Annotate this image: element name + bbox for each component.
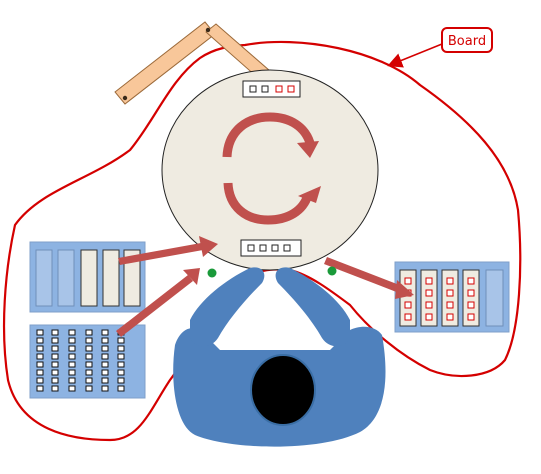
tray-slot <box>51 353 59 360</box>
tray-slot <box>36 361 44 368</box>
rotation-arrows-icon <box>222 112 321 225</box>
rack-slot-mark <box>425 301 433 309</box>
flow-arrows <box>116 236 414 337</box>
tray-slot <box>101 385 109 392</box>
arm-joint-elbow <box>205 27 211 33</box>
tray-slot <box>36 329 44 336</box>
rack-slot-mark <box>404 313 412 321</box>
indicator-right-green <box>327 266 337 276</box>
tray-slot <box>36 377 44 384</box>
tray-slot <box>117 369 125 376</box>
rack-slot-mark <box>404 301 412 309</box>
rack-slot-mark <box>404 277 412 285</box>
rotation-arrowhead-upper <box>297 141 319 158</box>
tray-slot <box>51 329 59 336</box>
tray-slot <box>68 329 76 336</box>
rack-right <box>394 261 510 333</box>
tray-slot <box>36 337 44 344</box>
callout-label: Board <box>448 34 486 49</box>
rack-left-upper <box>29 241 146 313</box>
tray-slot <box>68 369 76 376</box>
rotary-table <box>161 69 379 271</box>
tray-slot <box>85 353 93 360</box>
arm-joint-base <box>122 95 128 101</box>
tray-slot <box>51 377 59 384</box>
tray-slot <box>101 345 109 352</box>
operator-arm-left <box>190 267 265 347</box>
tray-slot <box>68 385 76 392</box>
tray-slot <box>101 369 109 376</box>
tray-slot <box>36 353 44 360</box>
tray-slot <box>51 369 59 376</box>
tray-slot <box>117 377 125 384</box>
tray-slot <box>85 385 93 392</box>
rack-slot-mark <box>425 289 433 297</box>
callout-box <box>441 27 493 53</box>
rack-slot-mark <box>425 277 433 285</box>
tray-slot <box>101 377 109 384</box>
tray-slot <box>68 353 76 360</box>
tray-slot <box>85 361 93 368</box>
tray-slot <box>68 345 76 352</box>
flow-arrow-tray-to-table <box>116 268 200 337</box>
tray-slot <box>117 353 125 360</box>
tray-slot <box>117 345 125 352</box>
tray-slot <box>101 361 109 368</box>
operator-arm-right <box>275 267 350 347</box>
tray-slot <box>101 337 109 344</box>
rack-slot-mark <box>467 277 475 285</box>
callout-pointer <box>387 43 443 68</box>
tray-slot <box>68 377 76 384</box>
tray-slot <box>36 369 44 376</box>
operator-icon <box>173 267 386 447</box>
tray-slot <box>36 345 44 352</box>
tray-slot <box>51 345 59 352</box>
rack-slot-mark <box>467 313 475 321</box>
board-callout: Board <box>387 27 493 68</box>
tray-slot <box>117 385 125 392</box>
tray-slot <box>117 337 125 344</box>
arm-segment-1 <box>114 21 216 105</box>
tray-slot <box>51 361 59 368</box>
tray-slot <box>117 361 125 368</box>
tray-slot <box>68 337 76 344</box>
operator-head <box>250 354 316 426</box>
fixture-top <box>242 80 301 98</box>
rack-slot-mark <box>446 289 454 297</box>
rack-slot-mark <box>425 313 433 321</box>
rotation-arrow-upper <box>222 112 315 158</box>
rack-slot-mark <box>467 301 475 309</box>
tray-left-lower <box>29 324 146 399</box>
tray-slot <box>68 361 76 368</box>
tray-slot <box>51 385 59 392</box>
fixture-bottom <box>240 239 302 257</box>
flow-arrow-rack-to-table <box>118 236 218 265</box>
indicator-left-green <box>207 268 217 278</box>
tray-slot <box>85 345 93 352</box>
tray-slot <box>85 329 93 336</box>
tray-slot <box>36 385 44 392</box>
tray-slot <box>101 329 109 336</box>
rotation-arrowhead-lower <box>298 186 321 203</box>
flow-arrow-table-to-rack <box>324 257 414 299</box>
tray-slot <box>85 369 93 376</box>
tray-slot <box>51 337 59 344</box>
tray-slot <box>85 377 93 384</box>
rack-right-marks <box>404 277 475 321</box>
rack-slot-mark <box>446 277 454 285</box>
rack-slot-mark <box>446 313 454 321</box>
rack-slot-mark <box>446 301 454 309</box>
rotation-arrow-lower <box>223 182 313 225</box>
tray-slot <box>85 337 93 344</box>
rack-slot-mark <box>467 289 475 297</box>
tray-slot <box>101 353 109 360</box>
